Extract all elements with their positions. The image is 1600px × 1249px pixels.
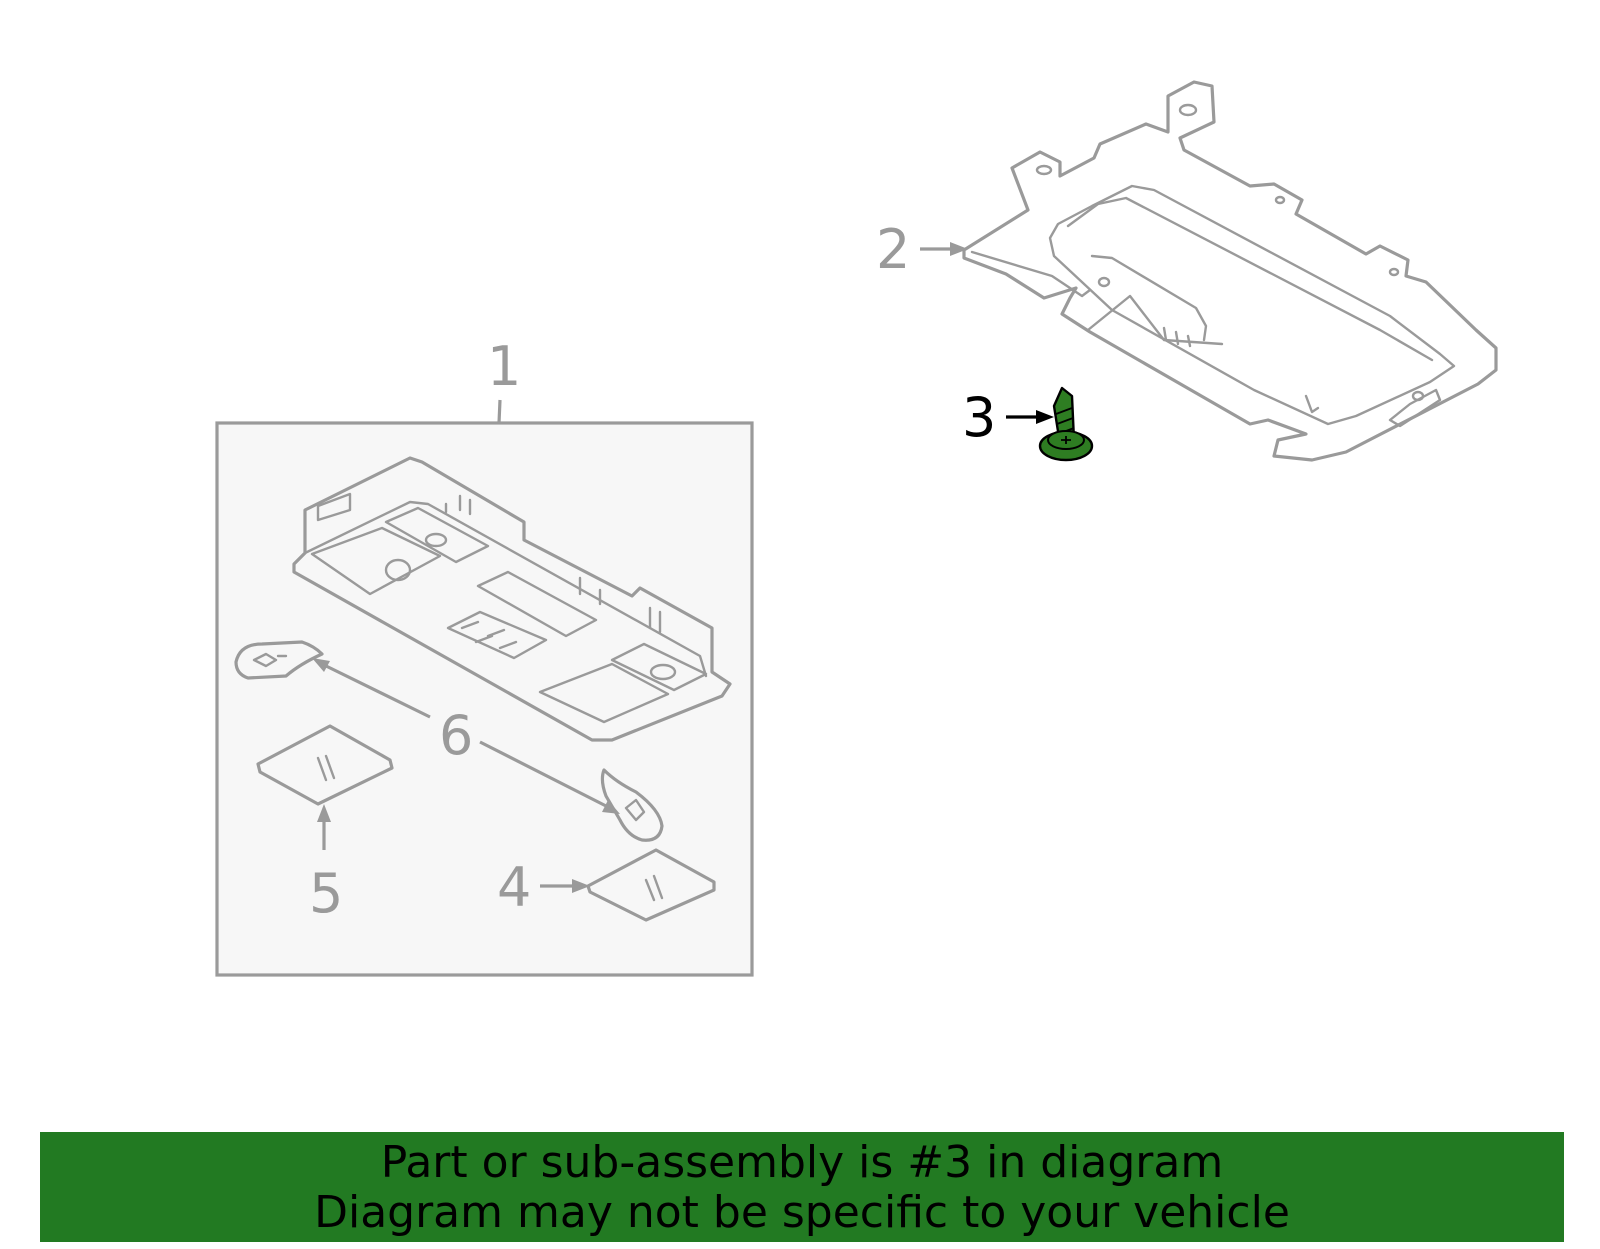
leader-6b <box>479 740 611 810</box>
arrow-2 <box>950 242 968 256</box>
arrow-5 <box>317 804 331 822</box>
banner-line-1: Part or sub-assembly is #3 in diagram <box>380 1137 1224 1188</box>
callout-4[interactable]: 4 <box>497 856 531 919</box>
leader-6a <box>321 662 431 719</box>
mounting-bracket[interactable] <box>962 80 1498 462</box>
overhead-console[interactable] <box>292 456 732 742</box>
callout-1[interactable]: 1 <box>487 335 521 398</box>
banner-line-2: Diagram may not be specific to your vehi… <box>314 1187 1290 1238</box>
callout-2[interactable]: 2 <box>876 218 910 281</box>
arrow-4 <box>572 879 590 893</box>
assembly-box-1[interactable] <box>215 421 754 977</box>
arrow-3 <box>1036 410 1054 424</box>
arrow-6a <box>312 658 330 672</box>
clip-right-detail <box>624 798 646 822</box>
lens-4-detail <box>644 874 664 902</box>
callout-3[interactable]: 3 <box>962 386 996 449</box>
callout-5[interactable]: 5 <box>309 862 343 925</box>
leader-1 <box>497 399 502 424</box>
screw-3[interactable] <box>1038 386 1094 462</box>
lens-5[interactable] <box>256 724 394 806</box>
lens-4[interactable] <box>586 848 716 922</box>
lens-5-detail <box>316 754 336 782</box>
info-banner: Part or sub-assembly is #3 in diagram Di… <box>40 1132 1564 1242</box>
clip-left-detail <box>252 652 288 668</box>
callout-6[interactable]: 6 <box>439 704 473 767</box>
clip-right[interactable] <box>600 768 664 842</box>
clip-left[interactable] <box>234 640 324 680</box>
arrow-6b <box>602 800 620 814</box>
